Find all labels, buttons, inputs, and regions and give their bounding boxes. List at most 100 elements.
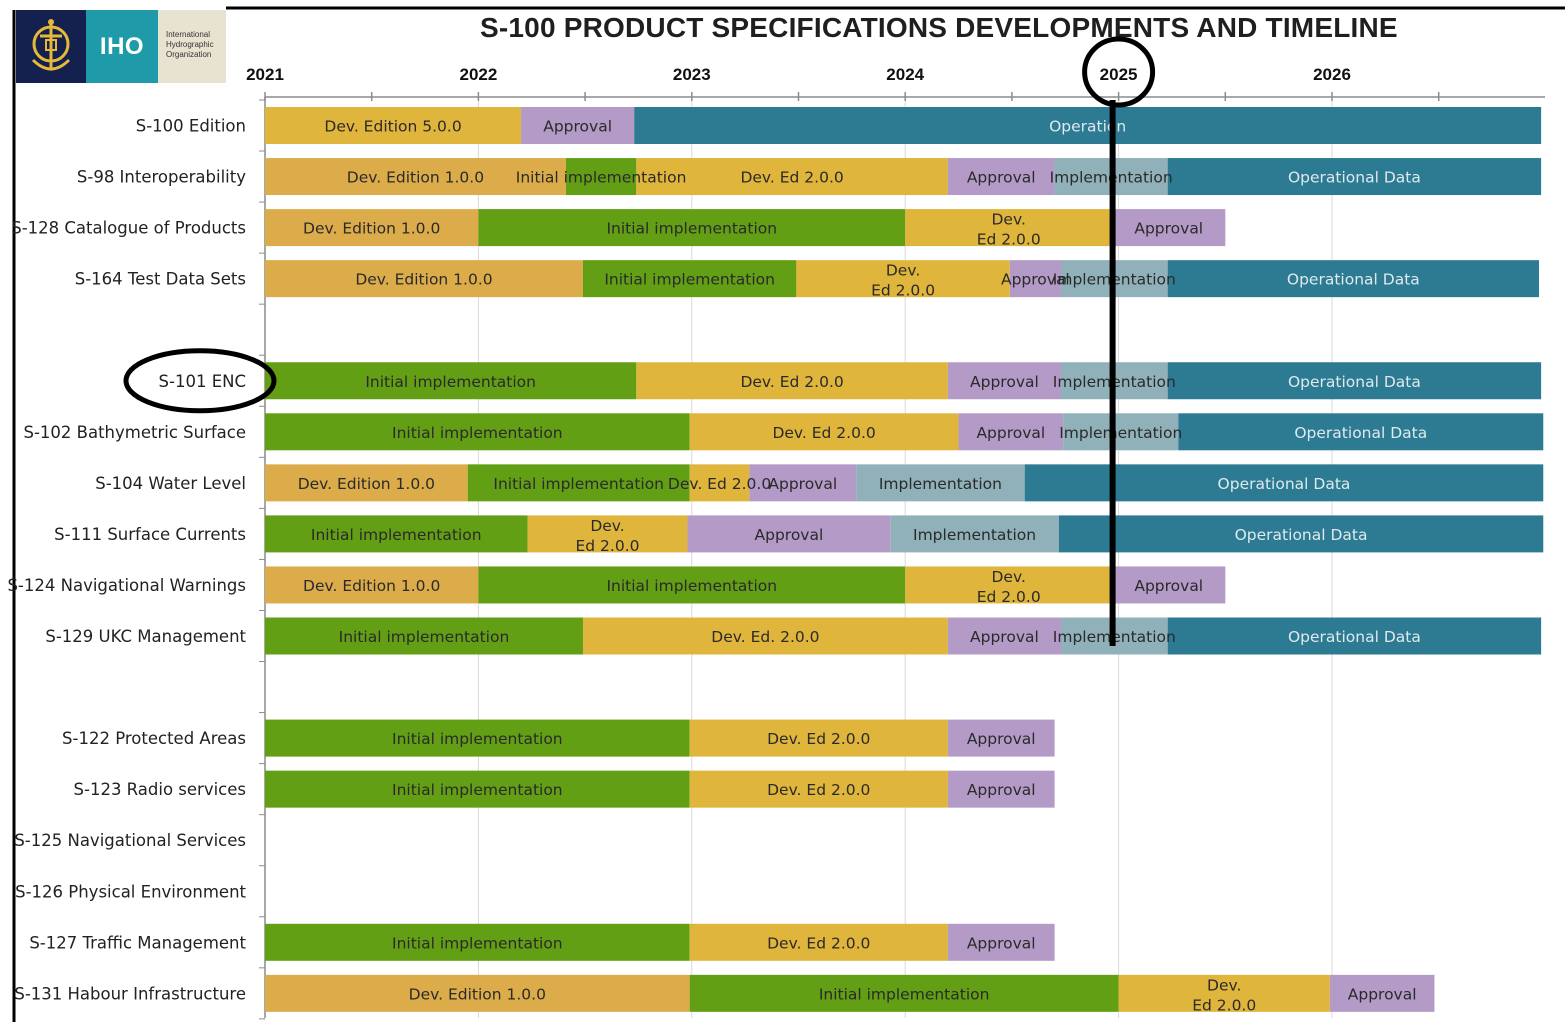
x-tick-label: 2024 xyxy=(886,65,924,84)
bar-label: Initial implementation xyxy=(392,934,563,952)
bar-label: Approval xyxy=(1134,220,1203,238)
gantt-bar-dev xyxy=(527,515,688,553)
bar-label: Approval xyxy=(976,424,1045,442)
bar-label: Approval xyxy=(1001,271,1070,289)
bar-label: Dev. Edition 1.0.0 xyxy=(298,475,435,493)
row-label: S-100 Edition xyxy=(136,117,246,136)
bar-label: Dev. Edition 1.0.0 xyxy=(303,577,440,595)
gantt-bar-operational xyxy=(1167,158,1542,196)
bar-label: Dev. xyxy=(992,568,1026,586)
bar-label: Implementation xyxy=(879,475,1002,493)
bar-label: Dev. Ed 2.0.0 xyxy=(767,934,870,952)
gantt-bar-dev xyxy=(1118,974,1330,1012)
gantt-bar-approval xyxy=(947,770,1055,808)
gantt-bar-approval xyxy=(947,923,1055,961)
gantt-bar-dev xyxy=(636,158,948,196)
gantt-bar-approval xyxy=(947,362,1061,400)
bar-label: Operational Data xyxy=(1218,475,1351,493)
bar-label: Initial implementation xyxy=(392,730,563,748)
gantt-bar-initial xyxy=(582,260,797,298)
row-label: S-102 Bathymetric Surface xyxy=(23,423,246,442)
gantt-bar-dev xyxy=(689,719,948,757)
bar-label: Initial implementation xyxy=(365,373,536,391)
gantt-bar-approval xyxy=(947,158,1055,196)
gantt-bar-approval xyxy=(521,107,635,144)
bar-label: Initial implementation xyxy=(392,424,563,442)
bar-label: Dev. Edition 1.0.0 xyxy=(347,169,484,187)
bar-label: Initial implementation xyxy=(392,781,563,799)
bar-label: Implementation xyxy=(1059,424,1182,442)
iho-logo: IHO International Hydrographic Organizat… xyxy=(16,10,226,83)
gantt-bar-implementation xyxy=(856,464,1025,502)
gantt-bar-dev xyxy=(905,209,1113,247)
bar-label: Initial implementation xyxy=(311,526,482,544)
bar-label: Initial implementation xyxy=(339,628,510,646)
row-highlight-circle xyxy=(123,348,277,414)
gantt-bar-dev xyxy=(689,464,750,502)
bar-label: Approval xyxy=(970,628,1039,646)
bar-label: Approval xyxy=(1134,577,1203,595)
bar-label: Approval xyxy=(967,730,1036,748)
bar-label: Operational Data xyxy=(1235,526,1368,544)
gantt-bar-dev xyxy=(689,413,959,451)
gantt-bar-approval xyxy=(687,515,891,553)
bar-label: Ed 2.0.0 xyxy=(977,231,1041,249)
bar-label: Dev. Ed 2.0.0 xyxy=(740,169,843,187)
row-label: S-123 Radio services xyxy=(74,780,246,799)
row-label: S-128 Catalogue of Products xyxy=(11,219,246,238)
gantt-bar-operational xyxy=(1167,362,1542,400)
logo-organization-name: International Hydrographic Organization xyxy=(158,10,226,83)
year-highlight-circle xyxy=(1082,36,1156,108)
bar-label: Initial implementation xyxy=(819,985,990,1003)
bar-label: Ed 2.0.0 xyxy=(977,588,1041,606)
gantt-bar-approval xyxy=(1009,260,1061,298)
gantt-bar-approval xyxy=(947,719,1055,757)
gantt-bar-operational xyxy=(1178,413,1544,451)
gantt-bar-approval xyxy=(1329,974,1435,1012)
bar-label: Approval xyxy=(1348,985,1417,1003)
bar-label: Dev. Ed. 2.0.0 xyxy=(711,628,819,646)
logo-name-line: Organization xyxy=(166,50,212,59)
row-label: S-127 Traffic Management xyxy=(29,933,246,952)
gantt-bar-operational xyxy=(1058,515,1544,553)
row-label: S-122 Protected Areas xyxy=(62,729,246,748)
x-tick-label: 2021 xyxy=(246,65,284,84)
gantt-bar-initial xyxy=(265,362,637,400)
bar-label: Dev. Edition 1.0.0 xyxy=(303,220,440,238)
gantt-bar-dev_alt xyxy=(265,464,468,502)
bar-label: Initial implementation xyxy=(493,475,664,493)
gantt-bar-approval xyxy=(958,413,1064,451)
gantt-bar-initial xyxy=(265,719,690,757)
bar-label: Implementation xyxy=(913,526,1036,544)
bar-label: Approval xyxy=(970,373,1039,391)
gantt-bar-initial xyxy=(689,974,1119,1012)
gantt-bar-implementation xyxy=(1063,413,1179,451)
bar-label: Dev. xyxy=(590,517,624,535)
bar-label: Dev. Edition 1.0.0 xyxy=(355,271,492,289)
chart-title: S-100 PRODUCT SPECIFICATIONS DEVELOPMENT… xyxy=(480,12,1398,43)
gantt-bar-dev xyxy=(636,362,948,400)
row-label: S-98 Interoperability xyxy=(77,168,246,187)
gantt-bar-dev_alt xyxy=(265,158,566,196)
gantt-bar-initial xyxy=(478,566,906,604)
logo-name-line: Hydrographic xyxy=(166,40,214,49)
bar-label: Initial implementation xyxy=(604,271,775,289)
gantt-bar-approval xyxy=(947,617,1061,655)
gantt-bar-initial xyxy=(467,464,690,502)
bar-label: Operational Data xyxy=(1288,628,1421,646)
bar-label: Dev. Edition 5.0.0 xyxy=(324,118,461,136)
bar-label: Initial implementation xyxy=(516,169,687,187)
x-tick-label: 2025 xyxy=(1100,65,1138,84)
gantt-bar-implementation xyxy=(890,515,1059,553)
x-tick-label: 2023 xyxy=(673,65,711,84)
bar-label: Approval xyxy=(967,781,1036,799)
row-label: S-111 Surface Currents xyxy=(54,525,246,544)
gantt-bar-dev xyxy=(265,107,522,144)
bar-label: Operational Data xyxy=(1288,373,1421,391)
gantt-bar-operational xyxy=(1167,260,1539,298)
bar-label: Operation xyxy=(1049,118,1126,136)
gantt-bar-operational xyxy=(1167,617,1542,655)
logo-name-line: International xyxy=(166,30,211,39)
gantt-bar-initial xyxy=(265,515,528,553)
